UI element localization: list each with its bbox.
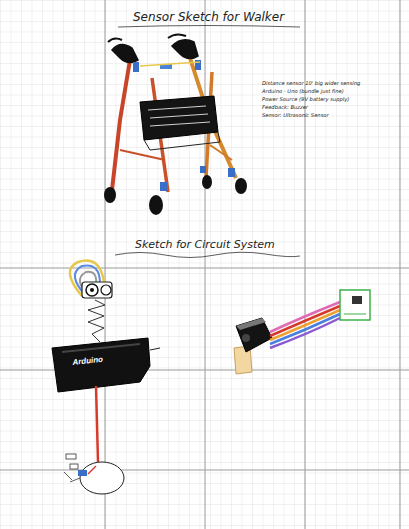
section-heading: Sketch for Circuit System (135, 238, 275, 251)
walker-illustration (104, 34, 247, 215)
camera-module (234, 290, 370, 374)
spec-note: Sensor: Ultrasonic Sensor (262, 112, 329, 118)
arduino-circuit (52, 261, 160, 494)
spec-note: Power Source (9V battery supply) (262, 96, 349, 102)
heading-underline (115, 252, 300, 257)
sheet-title: Sensor Sketch for Walker (133, 10, 284, 24)
title-underline (118, 26, 300, 28)
spec-note: Distance sensor 10' big wider sensing (262, 80, 360, 86)
spec-note: Feedback: Buzzer (262, 104, 308, 110)
spec-note: Arduino - Uno (bundle just fine) (262, 88, 344, 94)
